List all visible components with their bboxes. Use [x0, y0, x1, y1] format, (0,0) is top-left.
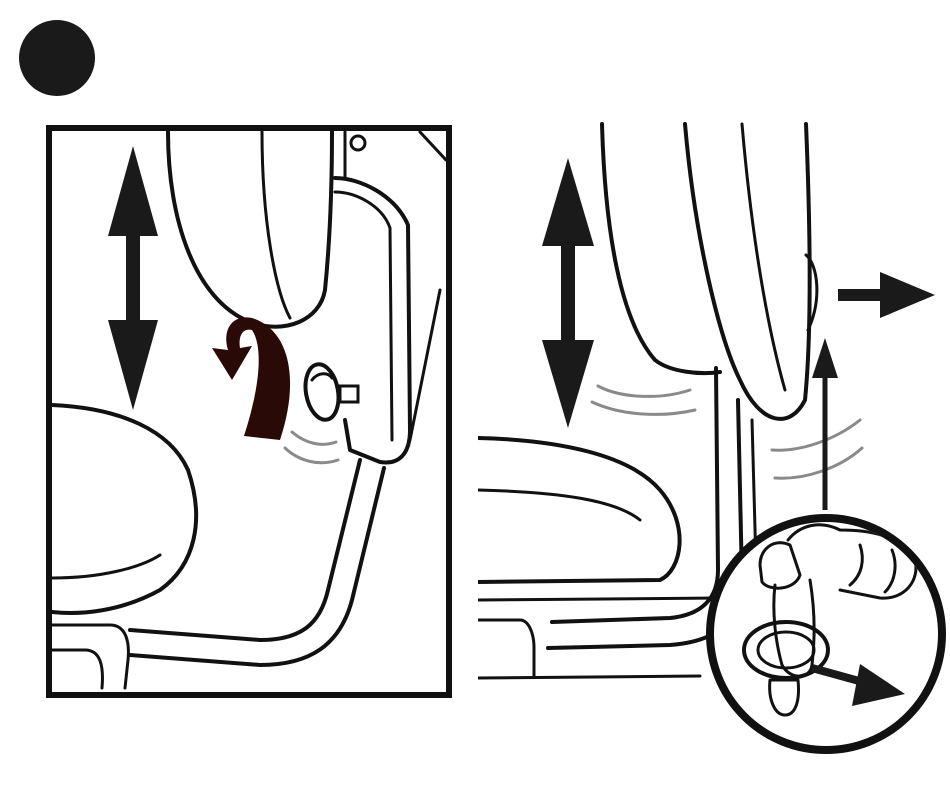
up-arrow-icon [812, 338, 838, 510]
right-seat-frame [552, 368, 718, 622]
step-marker-icon [19, 20, 95, 96]
left-panel [49, 128, 449, 695]
right-seat-cushion [478, 438, 680, 582]
right-panel [478, 124, 942, 750]
pull-out-arrow-icon [838, 272, 935, 318]
detail-inset [710, 518, 942, 750]
right-vertical-arrow-icon [542, 158, 594, 428]
